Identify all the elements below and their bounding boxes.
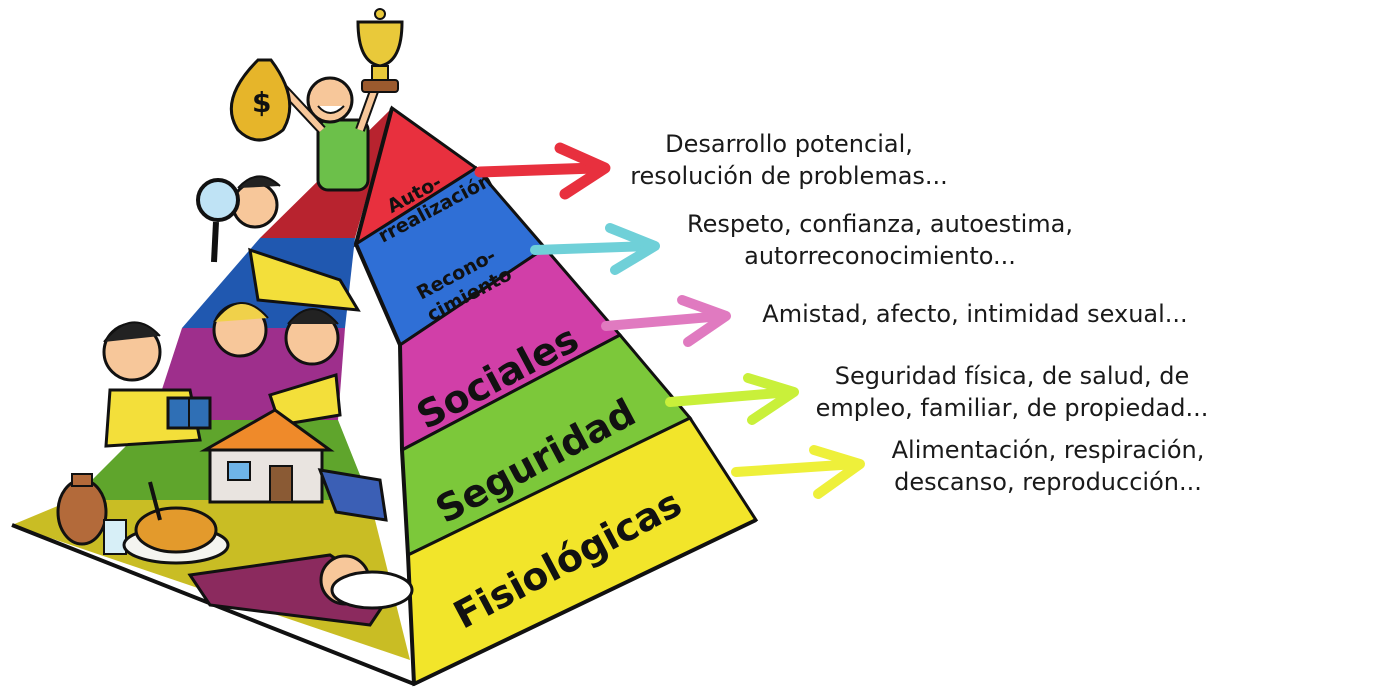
description-line: Amistad, afecto, intimidad sexual... (762, 300, 1188, 328)
top-achiever-figure (276, 76, 383, 192)
pillow-icon (330, 570, 414, 610)
legs-sketch (317, 468, 388, 522)
arrow-fisiologicas (731, 445, 865, 499)
arrow-sociales (601, 295, 731, 347)
arrow-seguridad (665, 373, 799, 425)
pyramid-front-edge (353, 107, 416, 685)
arrow-autorrealizacion (474, 142, 611, 200)
arrow-reconocimiento (530, 223, 660, 275)
description-line: descanso, reproducción... (894, 468, 1202, 496)
description-reconocimiento: Respeto, confianza, autoestima, autorrec… (660, 208, 1100, 272)
reading-figure (102, 321, 202, 448)
description-line: Alimentación, respiración, (891, 436, 1205, 464)
magnifier-icon (196, 178, 240, 263)
money-bag-icon: $ (229, 58, 292, 142)
description-line: resolución de problemas... (630, 162, 948, 190)
description-line: Seguridad física, de salud, de (834, 362, 1190, 390)
jug-icon (56, 473, 108, 546)
roast-chicken-icon (122, 481, 230, 565)
svg-text:$: $ (252, 86, 271, 119)
description-fisiologicas: Alimentación, respiración, descanso, rep… (868, 434, 1228, 498)
book-icon (166, 396, 212, 430)
description-line: Respeto, confianza, autoestima, (687, 210, 1073, 238)
description-line: empleo, familiar, de propiedad... (815, 394, 1209, 422)
friends-figures (212, 301, 342, 427)
house-icon (199, 408, 335, 504)
magnifier-figure (231, 175, 361, 312)
glass-icon (103, 519, 127, 555)
pyramid-base-edge (11, 518, 757, 687)
trophy-icon (356, 8, 404, 93)
description-sociales: Amistad, afecto, intimidad sexual... (738, 298, 1212, 330)
description-autorrealizacion: Desarrollo potencial, resolución de prob… (614, 128, 964, 192)
description-line: autorreconocimiento... (744, 242, 1016, 270)
description-seguridad: Seguridad física, de salud, de empleo, f… (800, 360, 1224, 424)
description-line: Desarrollo potencial, (665, 130, 913, 158)
